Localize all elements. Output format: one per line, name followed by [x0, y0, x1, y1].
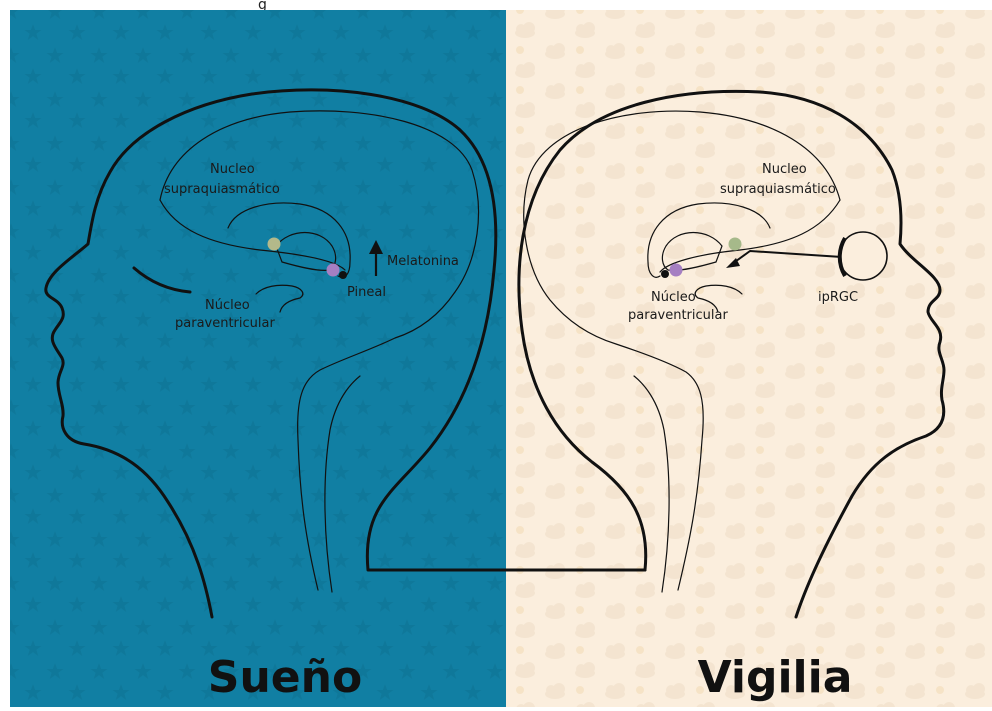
sleep-scn-label-line2: supraquiasmático: [164, 182, 280, 197]
top-strip: [0, 0, 992, 10]
cloud-pattern: [506, 10, 992, 707]
wake-scn-label-line1: Nucleo: [762, 162, 807, 177]
wake-pvn-dot: [670, 264, 683, 277]
sleep-melatonin-label: Melatonina: [387, 254, 459, 269]
wake-scn-dot: [729, 238, 742, 251]
iprgc-label: ipRGC: [818, 290, 858, 305]
sleep-pvn-label-line1: Núcleo: [205, 298, 250, 313]
star-pattern: [10, 10, 506, 707]
wake-title: Vigilia: [698, 652, 853, 703]
sleep-scn-dot: [268, 238, 281, 251]
wake-pineal-dot: [661, 270, 669, 278]
sleep-title: Sueño: [208, 652, 362, 703]
wake-pvn-label-line2: paraventricular: [628, 308, 728, 323]
sleep-pvn-label-line2: paraventricular: [175, 316, 275, 331]
sleep-scn-label-line1: Nucleo: [210, 162, 255, 177]
sleep-pvn-dot: [327, 264, 340, 277]
wake-pvn-label-line1: Núcleo: [651, 290, 696, 305]
sleep-pineal-label: Pineal: [347, 285, 386, 300]
sleep-pineal-dot: [339, 271, 347, 279]
wake-scn-label-line2: supraquiasmático: [720, 182, 836, 197]
